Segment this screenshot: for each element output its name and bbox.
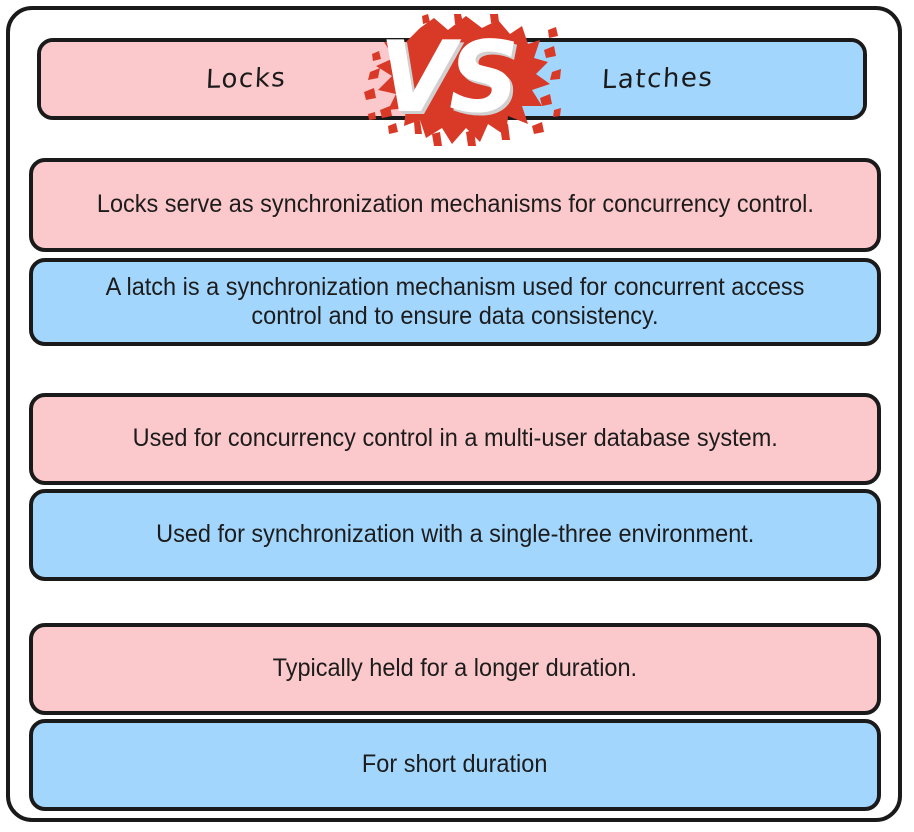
statement-card-lock-2: Used for concurrency control in a multi-… [29, 393, 881, 485]
statement-card-lock-3: Typically held for a longer duration. [29, 623, 881, 715]
statement-text: A latch is a synchronization mechanism u… [105, 272, 805, 331]
statement-card-latch-3: For short duration [29, 719, 881, 811]
statement-text: Locks serve as synchronization mechanism… [96, 190, 814, 219]
statement-text: Used for synchronization with a single-t… [155, 520, 755, 549]
statement-text: For short duration [362, 750, 548, 779]
statement-card-lock-1: Locks serve as synchronization mechanism… [29, 158, 881, 252]
statement-text: Typically held for a longer duration. [272, 654, 638, 683]
statement-card-latch-2: Used for synchronization with a single-t… [29, 489, 881, 581]
header-left-locks: Locks [41, 42, 452, 116]
statement-card-latch-1: A latch is a synchronization mechanism u… [29, 258, 881, 346]
statement-text: Used for concurrency control in a multi-… [132, 424, 778, 453]
header-right-label: Latches [600, 62, 715, 96]
header-right-latches: Latches [452, 42, 863, 116]
comparison-frame: Locks Latches [6, 6, 902, 822]
header-left-label: Locks [205, 63, 288, 95]
comparison-header-row: Locks Latches [37, 38, 867, 120]
